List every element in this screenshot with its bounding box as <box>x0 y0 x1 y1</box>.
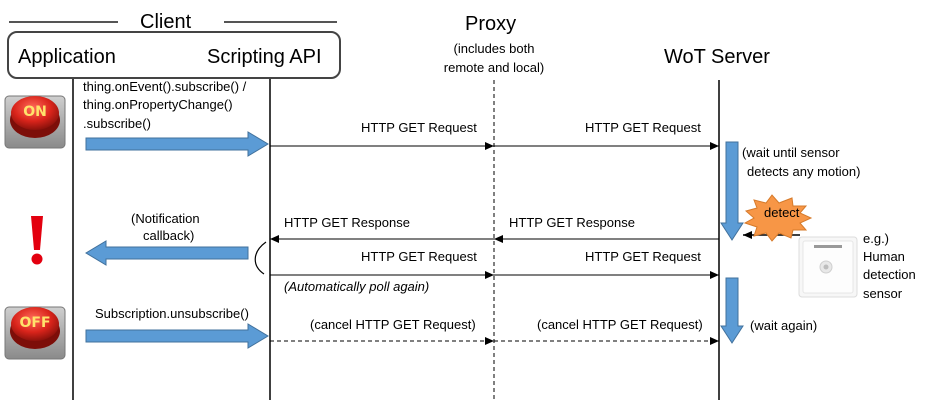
request-label-3: HTTP GET Request <box>361 249 477 264</box>
poll-again-curve <box>254 241 267 275</box>
response-label-1: HTTP GET Response <box>284 215 410 230</box>
client-box <box>7 31 341 79</box>
request-label-1: HTTP GET Request <box>361 120 477 135</box>
detect-label: detect <box>764 205 800 220</box>
notification-line1: (Notification <box>131 211 200 226</box>
wait-again-arrow <box>720 277 744 344</box>
proxy-title: Proxy <box>465 13 517 35</box>
sensor-line1: e.g.) <box>863 231 890 246</box>
wait-sensor-line1: (wait until sensor <box>742 145 840 160</box>
auto-poll-label: (Automatically poll again) <box>284 279 430 294</box>
cancel-label-1: (cancel HTTP GET Request) <box>310 317 476 332</box>
wait-sensor-arrow <box>720 141 744 241</box>
sensor-line4: sensor <box>863 286 903 301</box>
exclamation-icon <box>31 216 43 265</box>
unsubscribe-block-arrow <box>85 323 269 349</box>
server-title: WoT Server <box>664 46 770 68</box>
off-button-icon <box>4 306 66 360</box>
unsubscribe-label: Subscription.unsubscribe() <box>95 306 249 321</box>
client-title: Client <box>140 11 192 33</box>
subscribe-block-arrow <box>85 131 269 157</box>
cancel-label-2: (cancel HTTP GET Request) <box>537 317 703 332</box>
sensor-line2: Human <box>863 249 905 264</box>
sensor-device-icon <box>798 236 858 298</box>
detect-burst <box>743 194 813 242</box>
response-label-2: HTTP GET Response <box>509 215 635 230</box>
sensor-line3: detection <box>863 267 916 282</box>
request-label-2: HTTP GET Request <box>585 120 701 135</box>
notification-block-arrow <box>85 240 249 266</box>
request-label-4: HTTP GET Request <box>585 249 701 264</box>
on-button-label: ON <box>23 104 47 120</box>
subscribe-text-line2: thing.onPropertyChange() <box>83 97 233 112</box>
on-button-icon <box>4 95 66 149</box>
off-button-label: OFF <box>19 315 51 331</box>
scripting-api-label: Scripting API <box>207 46 322 68</box>
wait-sensor-line2: detects any motion) <box>747 164 861 179</box>
proxy-note-line1: (includes both <box>453 41 535 56</box>
subscribe-text-line3: .subscribe() <box>83 116 151 131</box>
wait-again-label: (wait again) <box>750 318 818 333</box>
application-label: Application <box>18 46 116 68</box>
proxy-note-line2: remote and local) <box>443 60 545 75</box>
notification-line2: callback) <box>143 228 195 243</box>
subscribe-text-line1: thing.onEvent().subscribe() / <box>83 79 247 94</box>
